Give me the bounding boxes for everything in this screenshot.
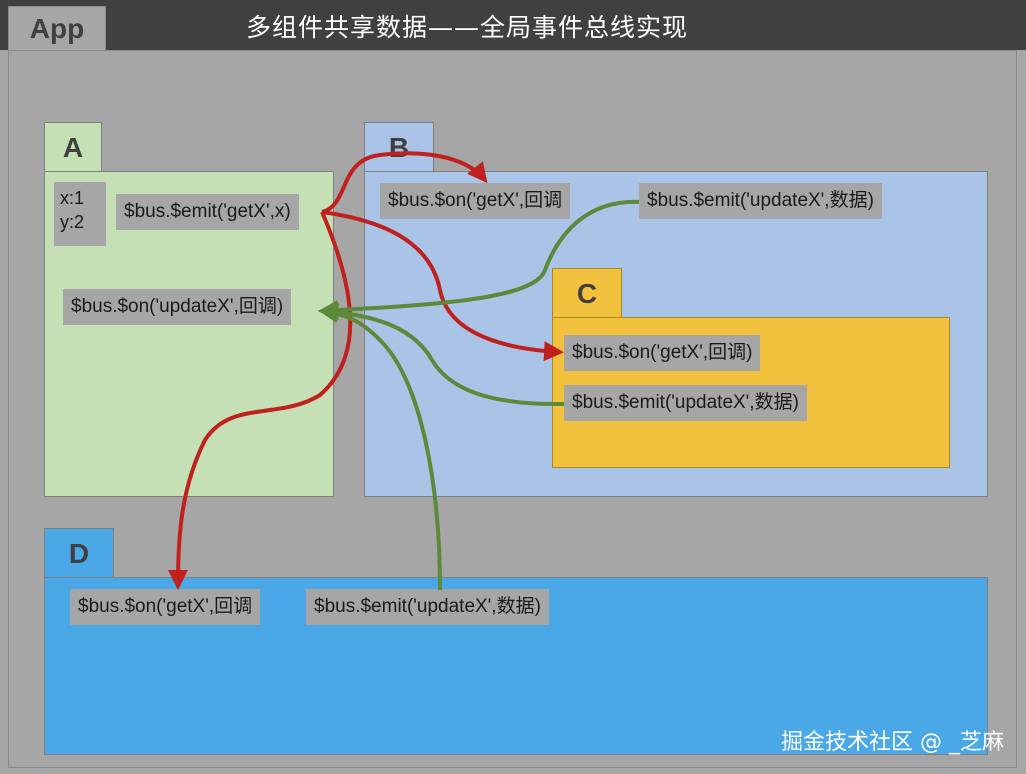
- component-a-tab: A: [44, 122, 102, 172]
- component-a-state: x:1 y:2: [54, 182, 106, 246]
- diagram-title: 多组件共享数据——全局事件总线实现: [246, 13, 689, 42]
- component-c-on-getx: $bus.$on('getX',回调): [564, 335, 761, 371]
- component-d-emit-updatex: $bus.$emit('updateX',数据): [306, 589, 549, 625]
- component-a-emit-getx: $bus.$emit('getX',x): [116, 194, 299, 230]
- state-x: x:1: [60, 188, 85, 208]
- component-b-on-getx: $bus.$on('getX',回调: [380, 183, 571, 219]
- component-b-tab: B: [364, 122, 434, 172]
- arrow-updatex-from-d: [318, 303, 442, 591]
- arrow-updatex-from-c: [318, 302, 565, 407]
- watermark: 掘金技术社区 @ _芝麻: [781, 730, 1004, 755]
- arrow-updatex-from-b: [318, 199, 640, 321]
- arrow-getx-to-c: [321, 210, 564, 362]
- state-y: y:2: [60, 212, 85, 232]
- arrow-getx-to-b: [321, 151, 488, 214]
- header-bar: [0, 0, 1026, 50]
- component-c-emit-updatex: $bus.$emit('updateX',数据): [564, 385, 807, 421]
- component-d-tab: D: [44, 528, 114, 578]
- component-c-tab: C: [552, 268, 622, 318]
- arrow-getx-to-d: [168, 211, 353, 590]
- app-tab: App: [8, 6, 106, 50]
- component-b-emit-updatex: $bus.$emit('updateX',数据): [639, 183, 882, 219]
- component-d-on-getx: $bus.$on('getX',回调: [70, 589, 261, 625]
- component-a-on-updatex: $bus.$on('updateX',回调): [63, 289, 292, 325]
